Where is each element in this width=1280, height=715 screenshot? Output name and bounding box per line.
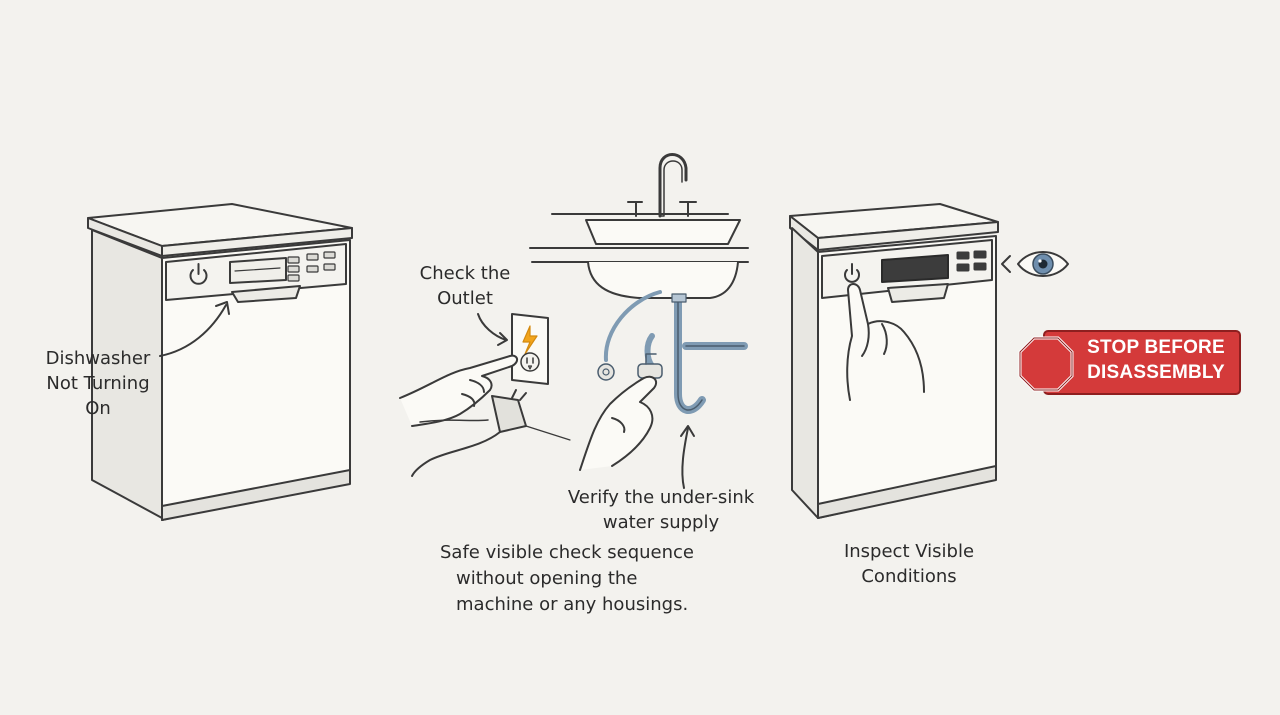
arrow-outlet: [477, 313, 507, 341]
stop-line: STOP BEFORE: [1087, 337, 1225, 358]
power-icon: [189, 263, 208, 285]
label-line: Dishwasher: [45, 348, 151, 369]
safe-sequence-caption: Safe visible check sequence without open…: [440, 540, 730, 618]
pressing-hand: [846, 283, 925, 401]
stop-banner-text: STOP BEFORE DISASSEMBLY: [1072, 335, 1240, 385]
label-line: water supply: [602, 512, 720, 533]
sink: [529, 153, 749, 299]
dishwasher-problem-label: Dishwasher Not Turning On: [38, 346, 158, 421]
arrow-supply: [681, 427, 689, 489]
power-icon-right: [844, 263, 860, 283]
label-line: Not Turning: [46, 373, 150, 394]
caption-line: Safe visible check sequence: [440, 542, 695, 563]
label-line: Verify the under-sink: [567, 487, 755, 508]
verify-supply-label: Verify the under-sink water supply: [556, 485, 766, 535]
sink-pipes: [597, 290, 748, 414]
eye-icon: [1001, 251, 1069, 277]
stop-octagon-icon: [1018, 336, 1074, 392]
label-line: Check the: [419, 263, 511, 284]
caption-line: machine or any housings.: [456, 594, 689, 615]
arrow-problem: [159, 304, 227, 357]
stop-banner: [1018, 330, 1241, 395]
label-line: On: [85, 398, 111, 419]
label-line: Conditions: [861, 566, 957, 587]
stop-line: DISASSEMBLY: [1087, 362, 1225, 383]
pointing-hand: [399, 354, 518, 427]
inspect-conditions-label: Inspect Visible Conditions: [826, 539, 992, 589]
label-line: Inspect Visible: [843, 541, 975, 562]
label-line: Outlet: [437, 288, 493, 309]
caption-line: without opening the: [456, 568, 638, 589]
wall-outlet: [511, 313, 549, 385]
valve-hand: [579, 375, 658, 471]
power-plug: [411, 389, 571, 477]
check-outlet-label: Check the Outlet: [410, 261, 520, 311]
dishwasher-left: [87, 203, 353, 521]
